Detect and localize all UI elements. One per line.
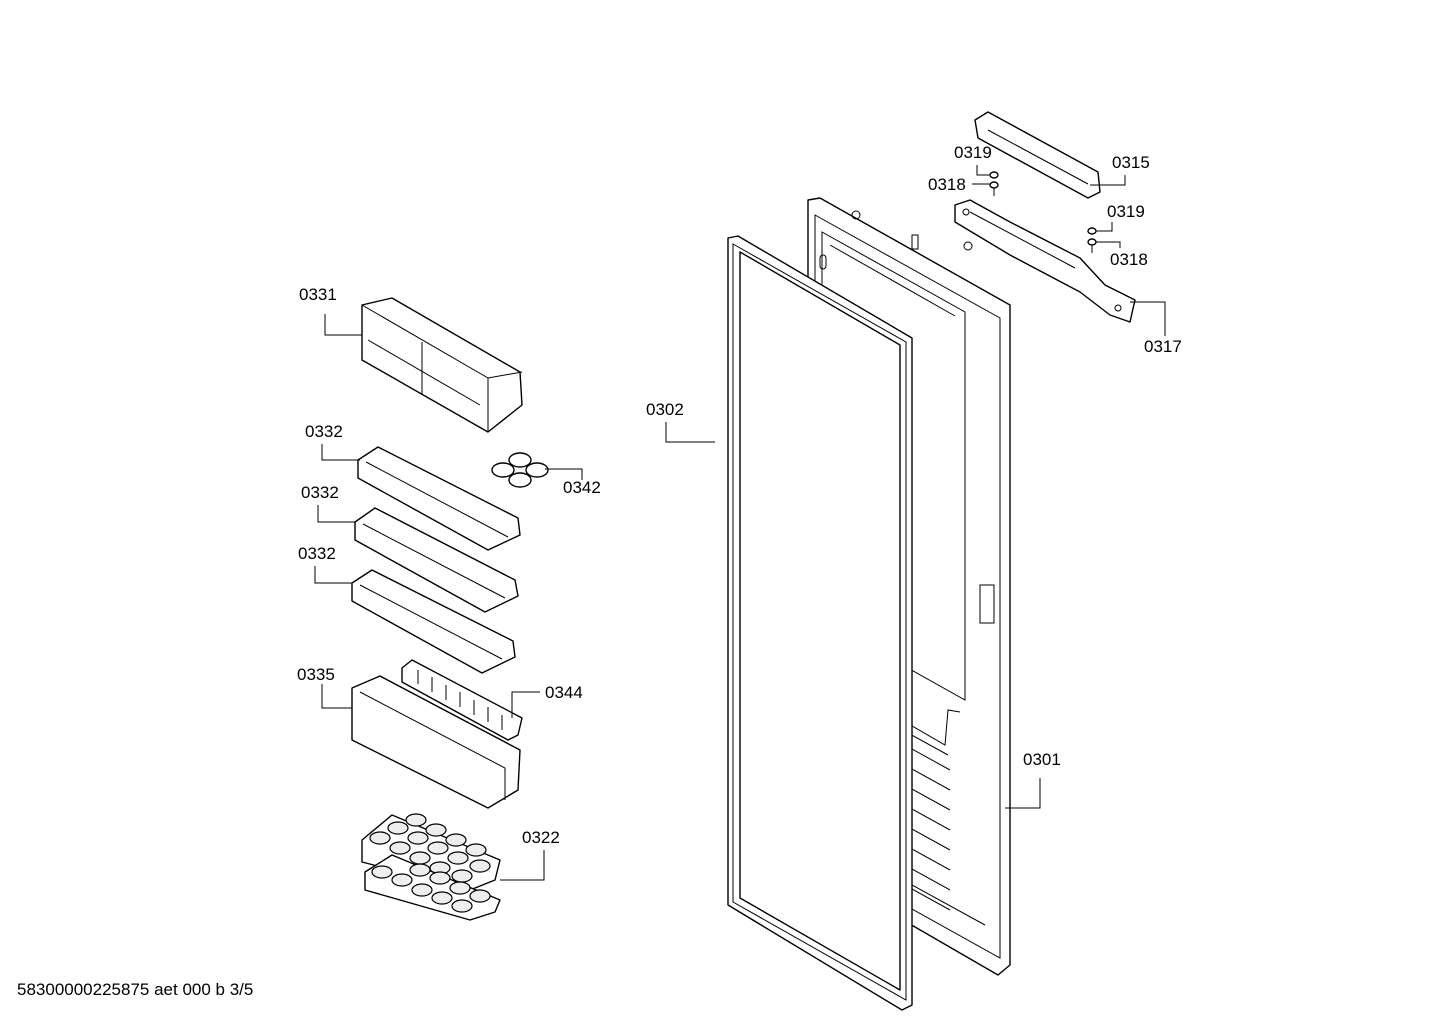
document-reference: 58300000225875 aet 000 b 3/5 (17, 980, 254, 999)
part-0335-bottle-shelf (351, 675, 521, 809)
callout-0344: 0344 (545, 683, 583, 702)
callout-0332-2: 0332 (301, 483, 339, 502)
leader-0317 (1130, 301, 1166, 336)
leader-0342 (545, 468, 583, 480)
part-0318-screw-upper (989, 181, 999, 196)
callout-0318-upper: 0318 (928, 175, 966, 194)
callout-0342: 0342 (563, 478, 601, 497)
part-0317-hinge-bracket (954, 199, 1136, 323)
callout-0332-3: 0332 (298, 544, 336, 563)
part-0332-door-shelf-2 (354, 507, 519, 613)
leader-0319-lower (1096, 222, 1113, 232)
part-0332-door-shelf-1 (357, 446, 521, 551)
leader-0332-3 (314, 566, 352, 584)
callout-0335: 0335 (297, 665, 335, 684)
leader-0335 (321, 684, 352, 709)
leader-0318-lower (1096, 241, 1121, 248)
leader-0302 (665, 422, 715, 443)
part-0318-screw-lower (1087, 238, 1097, 253)
callout-0319-lower: 0319 (1107, 202, 1145, 221)
callout-0301: 0301 (1023, 750, 1061, 769)
part-0331-covered-shelf (361, 297, 523, 433)
leader-0332-2 (317, 505, 356, 523)
part-0344-bottle-divider (401, 659, 523, 741)
callout-0331: 0331 (299, 285, 337, 304)
leader-lines (314, 165, 1166, 881)
part-0322-egg-trays (361, 813, 501, 921)
callout-0317: 0317 (1144, 337, 1182, 356)
part-0319-washer-upper (989, 171, 999, 179)
callout-0318-lower: 0318 (1110, 250, 1148, 269)
callout-0322: 0322 (522, 828, 560, 847)
callout-0319-upper: 0319 (954, 143, 992, 162)
leader-0315 (1090, 175, 1126, 186)
part-0315-hinge-cover (974, 111, 1101, 199)
part-0319-washer-lower (1087, 227, 1097, 235)
leader-0344 (511, 691, 540, 718)
leader-0332-1 (321, 444, 360, 461)
leader-0322 (500, 850, 545, 881)
part-0332-door-shelf-3 (351, 569, 516, 674)
part-0342-egg-insert-small (491, 452, 549, 488)
leader-0301 (1005, 778, 1041, 809)
leader-0331 (324, 314, 362, 336)
callout-0315: 0315 (1112, 153, 1150, 172)
leader-0319-upper (976, 165, 990, 176)
callout-0302: 0302 (646, 400, 684, 419)
part-0302-door-gasket (727, 235, 913, 1011)
callout-labels: 0331 0332 0332 0332 0335 0342 0344 0322 … (297, 143, 1182, 847)
callout-0332-1: 0332 (305, 422, 343, 441)
